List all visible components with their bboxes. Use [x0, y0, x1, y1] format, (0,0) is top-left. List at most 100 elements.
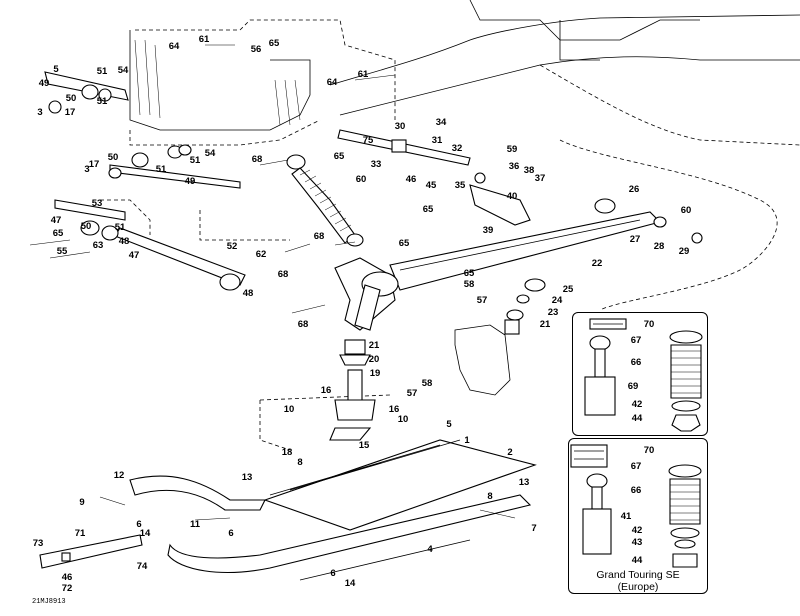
part-callout-45: 45: [426, 180, 437, 191]
part-callout-64: 64: [169, 41, 180, 52]
ski-assembly: [39, 439, 537, 581]
part-callout-40: 40: [507, 191, 518, 202]
part-callout-19: 19: [370, 368, 381, 379]
part-callout-61: 61: [358, 69, 369, 80]
part-callout-63: 63: [93, 240, 104, 251]
part-callout-68: 68: [278, 269, 289, 280]
part-callout-75: 75: [363, 135, 374, 146]
part-callout-5: 5: [53, 64, 59, 75]
part-callout-70: 70: [644, 445, 655, 456]
part-callout-68: 68: [298, 319, 309, 330]
fasteners: [99, 44, 516, 521]
part-callout-13: 13: [242, 472, 253, 483]
part-callout-65: 65: [423, 204, 434, 215]
part-callout-32: 32: [452, 143, 463, 154]
part-callout-64: 64: [327, 77, 338, 88]
part-callout-51: 51: [156, 164, 167, 175]
part-callout-51: 51: [190, 155, 201, 166]
part-callout-24: 24: [552, 295, 563, 306]
part-callout-6: 6: [136, 519, 141, 530]
part-callout-55: 55: [57, 246, 68, 257]
part-callout-23: 23: [548, 307, 559, 318]
part-callout-3: 3: [84, 164, 89, 175]
part-callout-71: 71: [75, 528, 86, 539]
part-callout-36: 36: [509, 161, 520, 172]
part-callout-46: 46: [62, 572, 73, 583]
part-callout-42: 42: [632, 399, 643, 410]
part-callout-43: 43: [632, 537, 643, 548]
part-callout-8: 8: [297, 457, 302, 468]
engine-bracket: [454, 278, 546, 396]
chassis-frame: [100, 0, 800, 451]
part-callout-67: 67: [631, 461, 642, 472]
part-callout-62: 62: [256, 249, 267, 260]
part-callout-72: 72: [62, 583, 73, 594]
part-callout-65: 65: [334, 151, 345, 162]
part-callout-51: 51: [115, 222, 126, 233]
part-callout-5: 5: [446, 419, 452, 430]
part-callout-49: 49: [39, 78, 50, 89]
part-callout-74: 74: [137, 561, 148, 572]
part-callout-59: 59: [507, 144, 518, 155]
part-callout-50: 50: [108, 152, 119, 163]
part-callout-21: 21: [369, 340, 380, 351]
part-callout-11: 11: [190, 519, 201, 530]
part-callout-51: 51: [97, 66, 108, 77]
part-callout-26: 26: [629, 184, 640, 195]
part-callout-50: 50: [66, 93, 77, 104]
part-callout-3: 3: [37, 107, 42, 118]
part-callout-51: 51: [97, 96, 108, 107]
part-callout-14: 14: [345, 578, 356, 589]
part-callout-16: 16: [321, 385, 332, 396]
part-callout-60: 60: [356, 174, 367, 185]
part-callout-15: 15: [359, 440, 370, 451]
part-callout-41: 41: [621, 511, 632, 522]
upper-arm-assembly: [44, 71, 241, 189]
part-callout-57: 57: [407, 388, 418, 399]
part-callout-30: 30: [395, 121, 406, 132]
lower-arm-assembly: [29, 199, 246, 291]
part-callout-49: 49: [185, 176, 196, 187]
part-callout-66: 66: [631, 485, 642, 496]
part-callout-34: 34: [436, 117, 447, 128]
part-callout-69: 69: [628, 381, 639, 392]
part-callout-39: 39: [483, 225, 494, 236]
part-callout-67: 67: [631, 335, 642, 346]
inset-caption-region: (Europe): [617, 581, 659, 593]
part-callout-38: 38: [524, 165, 535, 176]
part-callout-18: 18: [282, 447, 293, 458]
part-callout-8: 8: [487, 491, 492, 502]
part-callout-61: 61: [199, 34, 210, 45]
part-callout-7: 7: [531, 523, 536, 534]
part-callout-68: 68: [314, 231, 325, 242]
part-callout-33: 33: [371, 159, 382, 170]
part-callout-25: 25: [563, 284, 574, 295]
part-callout-31: 31: [432, 135, 443, 146]
part-callout-53: 53: [92, 198, 103, 209]
part-callout-20: 20: [369, 354, 380, 365]
part-callout-10: 10: [398, 414, 409, 425]
part-callout-37: 37: [535, 173, 546, 184]
part-callout-68: 68: [252, 154, 263, 165]
part-callout-44: 44: [632, 413, 643, 424]
part-callout-46: 46: [406, 174, 417, 185]
part-callout-9: 9: [79, 497, 84, 508]
part-callout-58: 58: [422, 378, 433, 389]
part-callout-54: 54: [118, 65, 129, 76]
part-callout-73: 73: [33, 538, 44, 549]
part-callout-12: 12: [114, 470, 125, 481]
part-callout-54: 54: [205, 148, 216, 159]
part-callout-65: 65: [269, 38, 280, 49]
part-callout-2: 2: [507, 447, 512, 458]
part-callout-48: 48: [243, 288, 254, 299]
part-callout-17: 17: [65, 107, 76, 118]
part-callout-6: 6: [330, 568, 335, 579]
part-callout-52: 52: [227, 241, 238, 252]
part-callout-50: 50: [81, 221, 92, 232]
part-callout-47: 47: [129, 250, 140, 261]
part-callout-16: 16: [389, 404, 400, 415]
